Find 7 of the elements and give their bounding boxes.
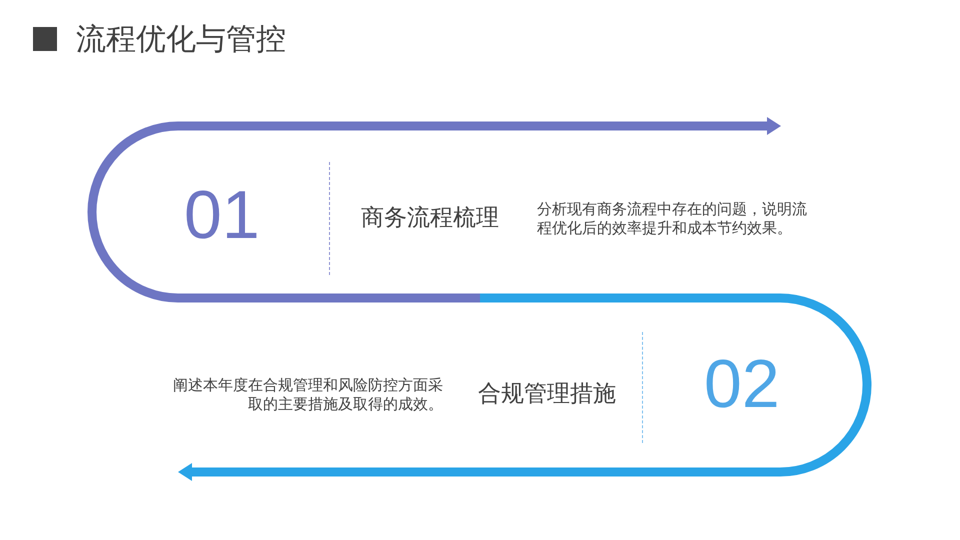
step-heading: 合规管理措施 bbox=[478, 383, 616, 406]
step-heading: 商务流程梳理 bbox=[361, 207, 499, 230]
step-description: 阐述本年度在合规管理和风险防控方面采取的主要措施及取得的成效。 bbox=[172, 376, 443, 414]
slide-title: 流程优化与管控 bbox=[76, 24, 286, 56]
step-number: 02 bbox=[704, 350, 780, 418]
step-number: 01 bbox=[184, 181, 260, 249]
step-description: 分析现有商务流程中存在的问题，说明流程优化后的效率提升和成本节约效果。 bbox=[537, 200, 808, 238]
